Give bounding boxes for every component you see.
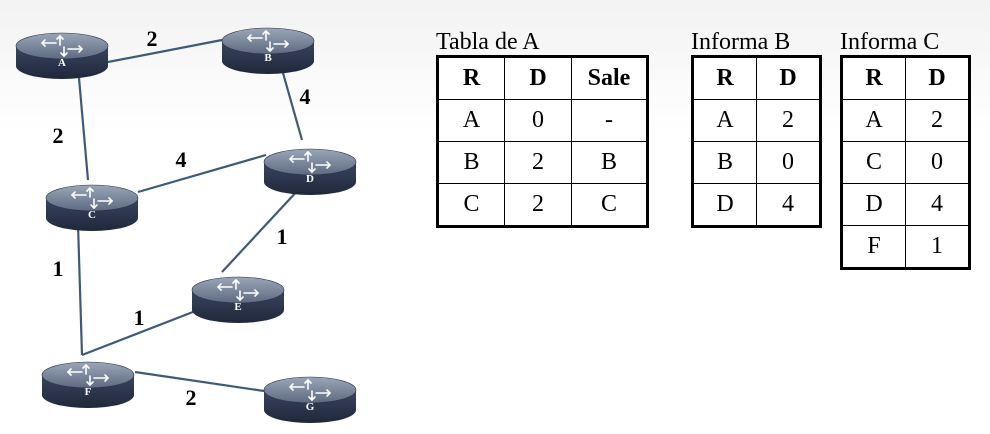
- table-cell: 2: [756, 99, 821, 142]
- table-cell: D: [692, 183, 757, 227]
- table-cell: 0: [756, 141, 821, 184]
- link-weight-c-f: 1: [53, 256, 64, 281]
- link-weight-a-c: 2: [53, 123, 64, 148]
- table-cell: B: [437, 141, 505, 184]
- router-d: D: [263, 148, 357, 195]
- router-arrows-icon: [288, 378, 332, 402]
- link-d-e: [221, 187, 301, 273]
- table-cell: B: [571, 141, 648, 184]
- router-arrows-icon: [246, 29, 290, 53]
- router-f: F: [41, 361, 135, 408]
- table-cell: B: [692, 141, 757, 184]
- table-cell: A: [437, 99, 505, 142]
- table-cell: 2: [905, 99, 970, 142]
- column-header: R: [692, 56, 757, 100]
- network-topology: 2 2 4 4 1 1 1 2 A B C D E F G: [15, 26, 357, 423]
- table-cell: C: [571, 183, 648, 227]
- table-cell: D: [841, 183, 906, 226]
- router-arrows-icon: [288, 150, 332, 174]
- column-header: Sale: [571, 56, 648, 100]
- table-cell: 0: [905, 141, 970, 184]
- table-title: Tabla de A: [436, 29, 540, 55]
- link-c-f: [76, 223, 84, 356]
- link-weight-b-d: 4: [300, 84, 311, 109]
- table-cell: 1: [905, 225, 970, 269]
- link-a-b: [107, 38, 223, 64]
- column-header: D: [905, 56, 970, 100]
- column-header: R: [437, 56, 505, 100]
- table-cell: 0: [504, 99, 572, 142]
- router-label: B: [264, 52, 272, 64]
- table-cell: C: [841, 141, 906, 184]
- router-arrows-icon: [66, 363, 110, 387]
- table-cell: 4: [905, 183, 970, 226]
- link-e-f: [81, 308, 199, 357]
- link-weight-f-g: 2: [186, 385, 197, 410]
- link-weight-d-e: 1: [277, 224, 288, 249]
- router-label: G: [306, 401, 315, 413]
- router-label: D: [306, 173, 314, 185]
- table-cell: F: [841, 225, 906, 269]
- router-arrows-icon: [70, 186, 114, 210]
- router-g: G: [263, 376, 357, 423]
- column-header: D: [756, 56, 821, 100]
- table-title: Informa C: [840, 29, 940, 55]
- table-cell: 2: [504, 183, 572, 227]
- table-cell: 4: [756, 183, 821, 227]
- table-cell: C: [437, 183, 505, 227]
- link-weight-c-d: 4: [176, 147, 187, 172]
- router-b: B: [221, 27, 315, 74]
- link-a-c: [77, 77, 90, 181]
- table-title: Informa B: [691, 29, 791, 55]
- router-c: C: [45, 184, 139, 231]
- router-label: F: [85, 386, 92, 398]
- table-cell: 2: [504, 141, 572, 184]
- router-arrows-icon: [216, 278, 260, 302]
- link-weight-e-f: 1: [134, 305, 145, 330]
- table-cell: -: [571, 99, 648, 142]
- link-f-g: [134, 370, 265, 393]
- router-arrows-icon: [40, 34, 84, 58]
- table-cell: A: [841, 99, 906, 142]
- router-label: E: [234, 301, 241, 313]
- router-a: A: [15, 32, 109, 79]
- link-c-d: [137, 153, 267, 194]
- router-label: A: [58, 57, 66, 69]
- router-e: E: [191, 276, 285, 323]
- column-header: R: [841, 56, 906, 100]
- link-b-d: [281, 72, 304, 141]
- link-weight-a-b: 2: [147, 26, 158, 51]
- column-header: D: [504, 56, 572, 100]
- table-cell: A: [692, 99, 757, 142]
- router-label: C: [88, 209, 96, 221]
